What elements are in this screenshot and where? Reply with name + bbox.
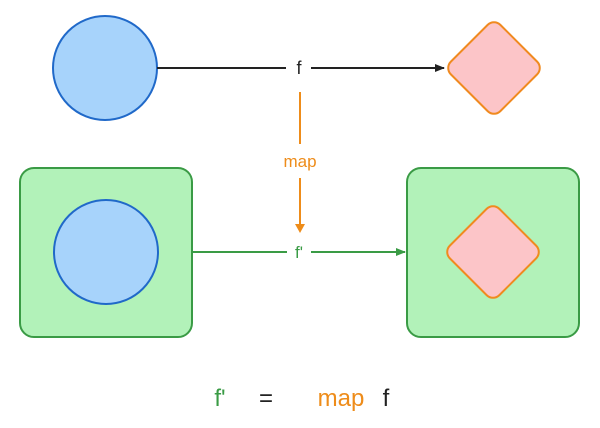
- equation-map: map: [318, 385, 365, 412]
- map-arrowhead: [295, 224, 305, 233]
- top-diamond: [447, 21, 541, 115]
- equation-equals: =: [259, 385, 273, 412]
- equation-f: f: [383, 385, 390, 412]
- map-arrow-label: map: [283, 152, 316, 171]
- top-arrow-label: f: [296, 58, 302, 78]
- top-circle: [52, 15, 158, 121]
- equation-lhs: f': [214, 385, 225, 412]
- equation: f' = map f: [214, 385, 389, 412]
- bottom-circle: [53, 199, 159, 305]
- bottom-diamond: [446, 205, 540, 299]
- bottom-arrow-label: f': [295, 243, 303, 262]
